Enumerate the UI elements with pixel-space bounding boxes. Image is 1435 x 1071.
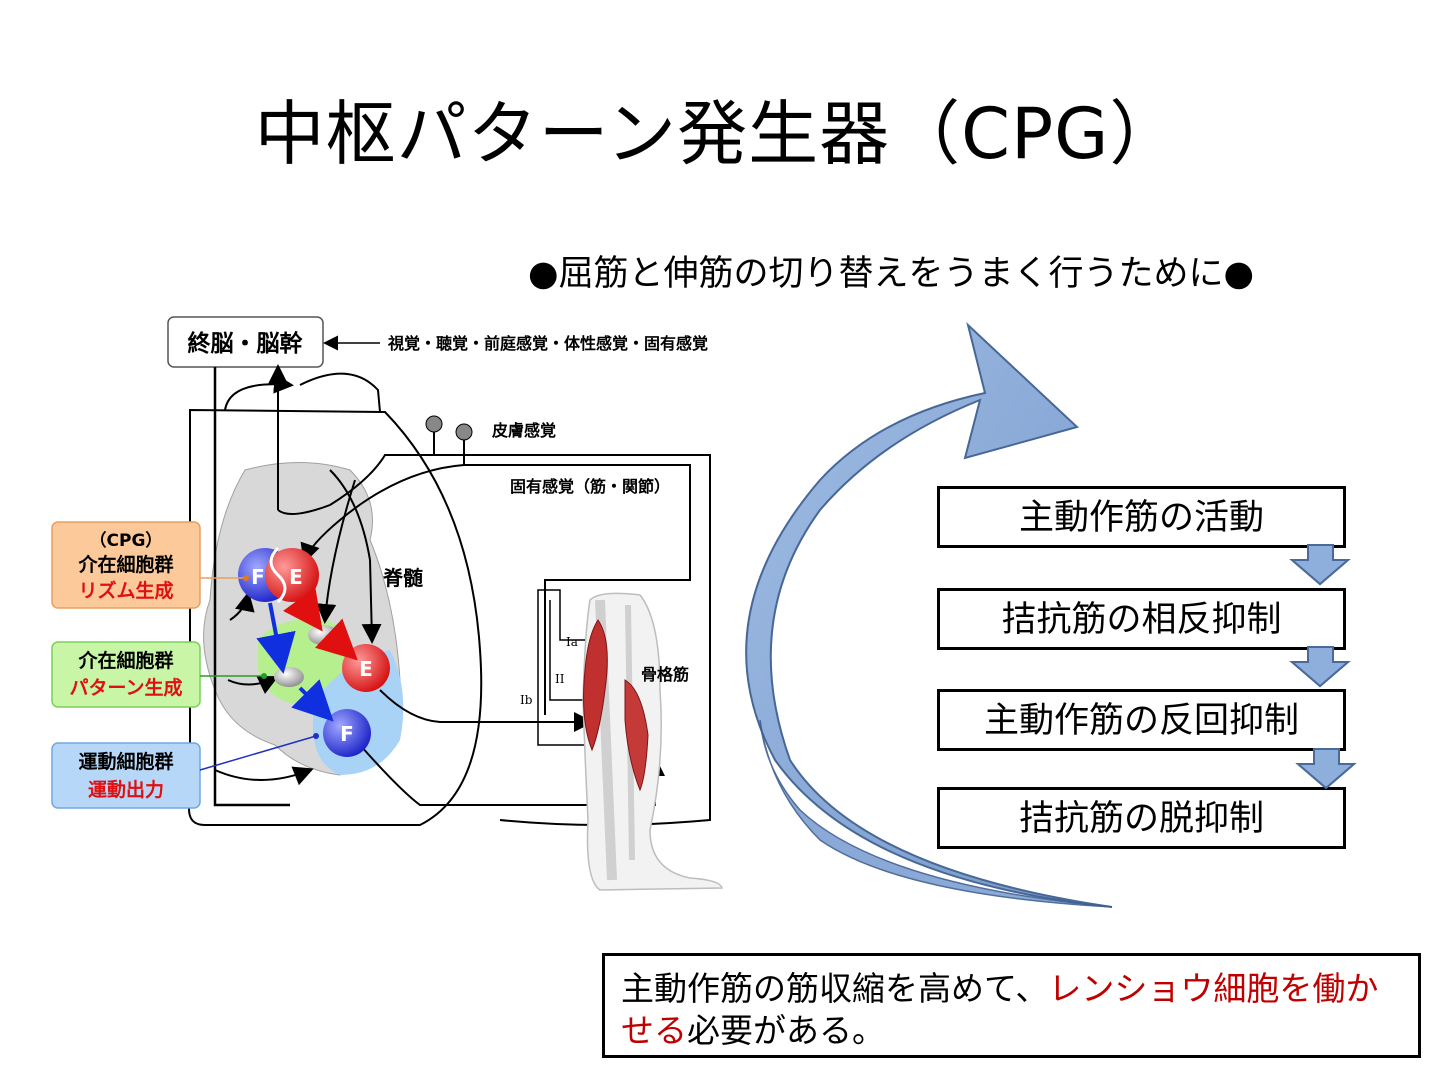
fiber-ib-label: Ib	[520, 693, 533, 707]
muscle-back	[624, 679, 649, 792]
skin-receptor-2	[455, 423, 473, 441]
subtitle: ●屈筋と伸筋の切り替えをうまく行うために●	[528, 254, 1255, 294]
note-part3: 必要がある。	[687, 1011, 885, 1050]
descending-path	[213, 367, 290, 807]
rhythm-neuron-pair: F E	[238, 546, 319, 604]
note-part1: 主動作筋の筋収縮を高めて、	[621, 969, 1049, 1008]
brain-box-label: 終脳・脳幹	[188, 330, 304, 357]
motor-neuron-e-label: E	[359, 657, 373, 681]
rhythm-neuron-f: F	[251, 565, 265, 589]
fiber-ia-path	[537, 589, 600, 746]
label-cpg-line3: リズム生成	[78, 579, 173, 602]
label-pattern-box: 介在細胞群 パターン生成	[51, 641, 201, 708]
spinal-cord-label: 脊髄	[382, 566, 423, 590]
fiber-ii-path	[549, 600, 590, 701]
skin-sense-label: 皮膚感覚	[491, 421, 556, 440]
fiber-ia-label: Ia	[566, 635, 578, 649]
muscle-front	[583, 619, 608, 752]
interneuron-upper	[308, 625, 338, 645]
label-cpg-line2: 介在細胞群	[77, 553, 173, 576]
interneuron-lower	[274, 667, 304, 687]
step-reciprocal-inhibition: 拮抗筋の相反抑制	[937, 588, 1346, 650]
fiber-ii-label: II	[555, 672, 565, 686]
rhythm-neuron-e: E	[289, 565, 303, 589]
label-cpg-box: （CPG） 介在細胞群 リズム生成	[51, 521, 201, 609]
motor-neuron-f-label: F	[340, 722, 354, 746]
label-pattern-line1: 介在細胞群	[77, 649, 173, 672]
step-recurrent-inhibition: 主動作筋の反回抑制	[937, 689, 1346, 751]
sensory-input-label: 視覚・聴覚・前庭感覚・体性感覚・固有感覚	[387, 334, 708, 353]
note-box: 主動作筋の筋収縮を高めて、レンショウ細胞を働かせる必要がある。	[602, 953, 1421, 1058]
page-title: 中枢パターン発生器（CPG）	[254, 93, 1181, 175]
skeletal-muscle-label: 骨格筋	[641, 665, 689, 684]
leg-illustration	[582, 592, 723, 891]
label-pattern-line2: パターン生成	[69, 676, 182, 699]
label-motor-line2: 運動出力	[88, 778, 164, 801]
label-motor-box: 運動細胞群 運動出力	[51, 742, 201, 809]
label-cpg-line1: （CPG）	[90, 530, 163, 551]
skin-receptor-1	[425, 415, 443, 433]
motor-neuron-f	[323, 709, 371, 757]
step-agonist-activity: 主動作筋の活動	[937, 486, 1346, 548]
label-motor-line1: 運動細胞群	[78, 750, 173, 773]
note-part2: レンショウ細胞を働かせる	[621, 969, 1379, 1050]
proprio-sense-label: 固有感覚（筋・関節）	[510, 477, 670, 496]
step-disinhibition: 拮抗筋の脱抑制	[937, 787, 1346, 849]
